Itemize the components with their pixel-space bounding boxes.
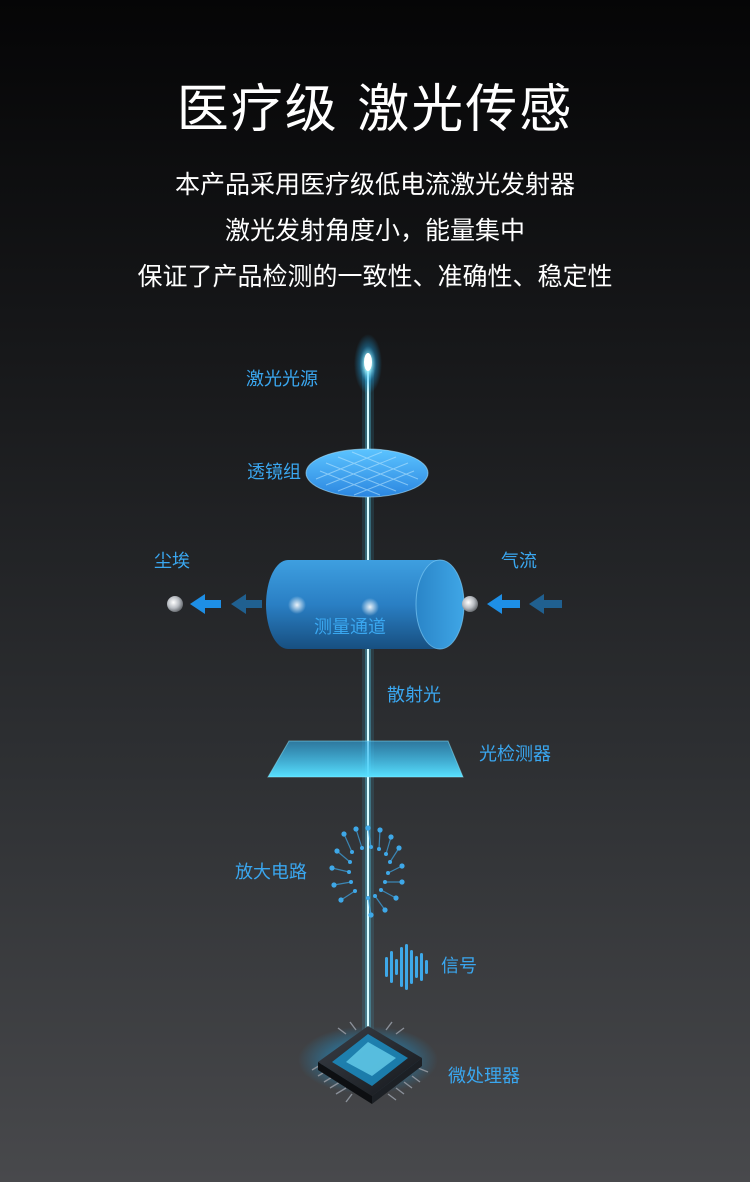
label-measurement-channel: 测量通道 <box>314 617 386 638</box>
label-amplifier-circuit: 放大电路 <box>235 862 307 883</box>
label-airflow: 气流 <box>501 551 537 572</box>
dust-particle-icon <box>167 596 183 612</box>
label-lens-group: 透镜组 <box>247 462 301 483</box>
label-scattered-light: 散射光 <box>387 685 441 706</box>
label-signal: 信号 <box>441 956 477 977</box>
description-line-1: 本产品采用医疗级低电流激光发射器 <box>174 170 575 199</box>
description-line-2: 激光发射角度小，能量集中 <box>224 216 525 245</box>
airflow-inflow-arrows-icon <box>487 594 562 614</box>
dust-outflow-arrows-icon <box>190 594 262 614</box>
description-line-3: 保证了产品检测的一致性、准确性、稳定性 <box>137 262 613 291</box>
label-microprocessor: 微处理器 <box>448 1066 520 1087</box>
label-dust: 尘埃 <box>154 551 190 572</box>
airflow-particle-icon <box>462 596 478 612</box>
lens-group-icon <box>305 448 429 498</box>
amplifier-circuit-icon <box>329 825 405 918</box>
label-laser-source: 激光光源 <box>246 369 318 390</box>
signal-waveform-icon <box>385 944 428 990</box>
photodetector-icon <box>267 740 464 778</box>
microprocessor-chip-icon <box>298 1021 438 1104</box>
label-photodetector: 光检测器 <box>479 744 551 765</box>
page-title: 医疗级 激光传感 <box>176 80 574 140</box>
measurement-channel-icon <box>266 559 465 650</box>
laser-beam <box>362 360 374 1060</box>
laser-source-flare <box>354 334 382 394</box>
